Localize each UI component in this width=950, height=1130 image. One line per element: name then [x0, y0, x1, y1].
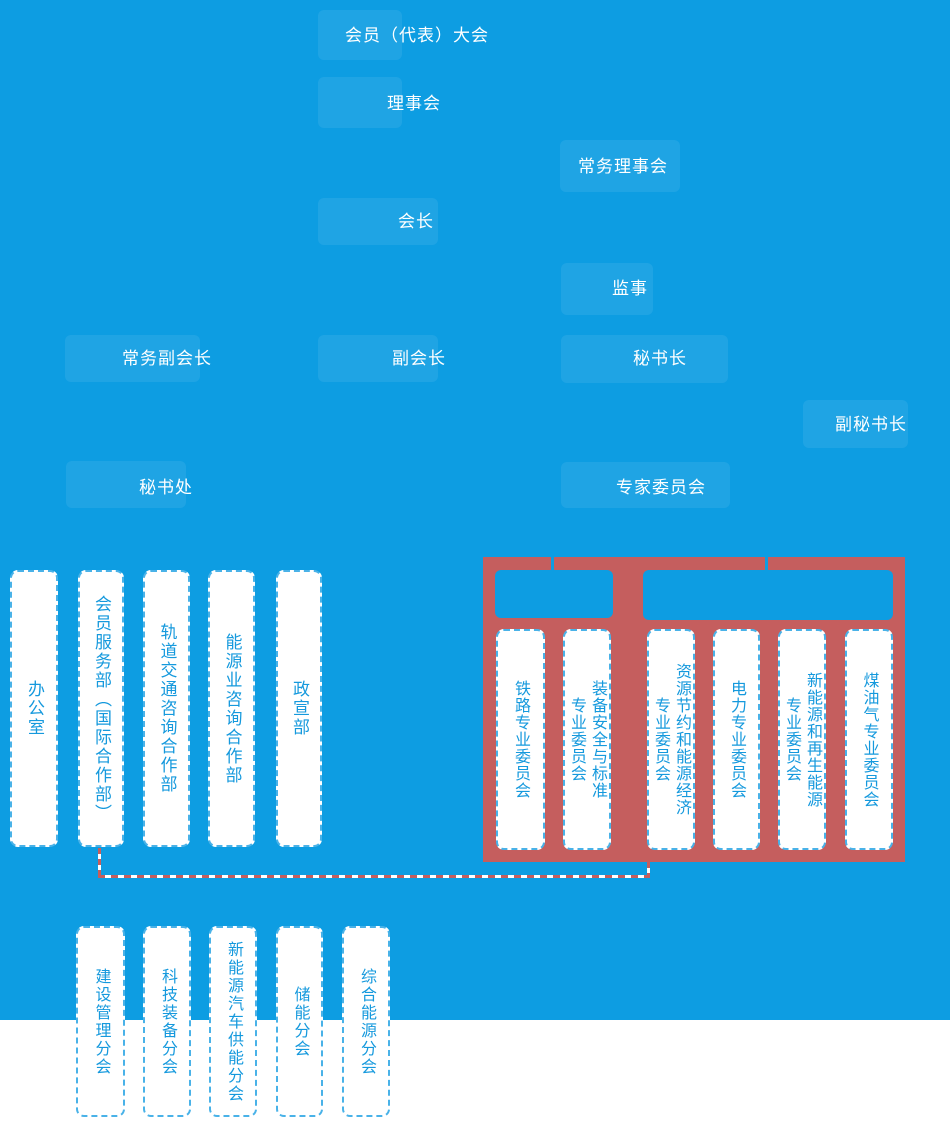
- committee-box-equipment-safety: 装备安全与标准 专业委员会: [563, 629, 611, 850]
- committee-box-electric-power: 电力专业委员会: [713, 629, 760, 850]
- branch-label: 储能分会: [291, 985, 309, 1058]
- committee-group-header: [495, 570, 613, 618]
- branch-box-nev-energy: 新能源汽车供能分会: [209, 926, 257, 1117]
- committee-label: 电力专业委员会: [728, 680, 745, 799]
- node-secretariat: 秘书处: [139, 478, 193, 497]
- committee-box-coal-oil-gas: 煤油气专业委员会: [845, 629, 893, 850]
- department-box-energy-consulting: 能源业咨询合作部: [208, 570, 255, 847]
- branch-label: 建设管理分会: [92, 967, 110, 1076]
- committee-label: 新能源和再生能源 专业委员会: [783, 671, 821, 808]
- department-box-publicity: 政宣部: [276, 570, 322, 847]
- node-highlight: [318, 10, 402, 60]
- node-member-congress: 会员（代表）大会: [345, 26, 489, 45]
- node-council: 理事会: [387, 94, 441, 113]
- node-highlight: [318, 335, 438, 382]
- connector-stub: [551, 556, 554, 572]
- department-label: 政宣部: [290, 680, 309, 737]
- committee-label: 资源节约和能源经济 专业委员会: [652, 663, 690, 816]
- connector-line: [98, 875, 650, 878]
- committee-label: 煤油气专业委员会: [860, 671, 878, 808]
- committee-label: 铁路专业委员会: [512, 680, 529, 799]
- node-highlight: [561, 263, 653, 315]
- branch-box-integrated-energy: 综合能源分会: [342, 926, 390, 1117]
- chart-background: [0, 0, 950, 1020]
- department-box-rail-transit: 轨道交通咨询合作部: [143, 570, 190, 847]
- committee-box-railway: 铁路专业委员会: [496, 629, 545, 850]
- connector-line: [647, 862, 650, 876]
- department-label: 轨道交通咨询合作部: [157, 623, 177, 794]
- branch-box-tech-equipment: 科技装备分会: [143, 926, 191, 1117]
- connector-stub: [765, 556, 768, 572]
- node-standing-council: 常务理事会: [578, 157, 668, 176]
- node-highlight: [318, 77, 402, 128]
- node-executive-vice-president: 常务副会长: [122, 349, 212, 368]
- node-expert-committee: 专家委员会: [616, 478, 706, 497]
- branch-box-energy-storage: 储能分会: [276, 926, 323, 1117]
- node-secretary-general: 秘书长: [633, 349, 687, 368]
- connector-line: [98, 848, 101, 876]
- branch-label: 新能源汽车供能分会: [225, 940, 242, 1103]
- branch-label: 科技装备分会: [159, 967, 176, 1076]
- node-vice-president: 副会长: [392, 349, 446, 368]
- committee-label: 装备安全与标准 专业委员会: [568, 680, 606, 799]
- department-box-member-services: 会员服务部（国际合作部）: [78, 570, 124, 847]
- committee-group-header: [643, 570, 893, 620]
- department-label: 办公室: [25, 680, 44, 737]
- node-highlight: [65, 335, 200, 382]
- node-supervisor: 监事: [612, 279, 648, 298]
- department-label: 会员服务部（国际合作部）: [92, 594, 111, 823]
- committee-box-resource-economy: 资源节约和能源经济 专业委员会: [647, 629, 695, 850]
- node-highlight: [66, 461, 186, 508]
- node-deputy-secretary-general: 副秘书长: [835, 415, 907, 434]
- department-box-office: 办公室: [10, 570, 58, 847]
- node-highlight: [561, 462, 730, 508]
- node-highlight: [318, 198, 438, 245]
- committee-box-renewable-energy: 新能源和再生能源 专业委员会: [778, 629, 826, 850]
- node-president: 会长: [398, 212, 434, 231]
- branch-box-construction: 建设管理分会: [76, 926, 125, 1117]
- node-highlight: [560, 140, 680, 192]
- node-highlight: [803, 400, 908, 448]
- branch-label: 综合能源分会: [358, 967, 375, 1076]
- node-highlight: [561, 335, 728, 383]
- department-label: 能源业咨询合作部: [222, 632, 242, 785]
